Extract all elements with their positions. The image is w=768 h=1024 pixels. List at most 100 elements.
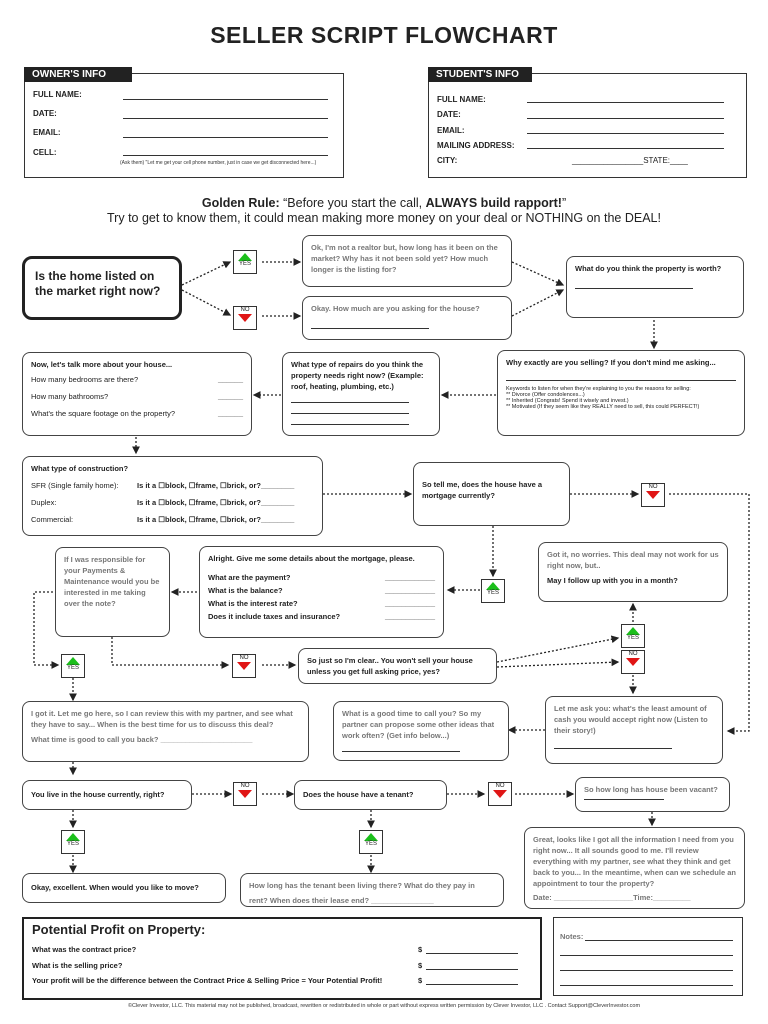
no-tag: NO — [233, 306, 257, 330]
student-mailing-field[interactable] — [527, 148, 724, 149]
node-details-text: Alright. Give me some details about the … — [208, 554, 415, 563]
node-partner-callback: What time is good to call you back? ____… — [31, 735, 253, 744]
node-house: Now, let's talk more about your house...… — [22, 352, 252, 436]
owner-email-field[interactable] — [123, 137, 328, 138]
golden-rule-quote-end: ” — [561, 196, 567, 210]
profit-box — [22, 917, 542, 1000]
owner-full-name-field[interactable] — [123, 99, 328, 100]
owner-date-field[interactable] — [123, 118, 328, 119]
contract-label: What was the contract price? — [32, 945, 137, 954]
profit-dollar: $ — [418, 976, 423, 985]
node-repairs: What type of repairs do you think the pr… — [282, 352, 440, 436]
footer: ©Clever Investor, LLC. This material may… — [127, 1003, 641, 1009]
node-goodtime-text: What is a good time to call you? So my p… — [342, 709, 495, 740]
yes-tag: YES — [359, 830, 383, 854]
profit-field[interactable] — [426, 984, 518, 985]
node-listed: Is the home listed on the market right n… — [22, 256, 182, 320]
student-info-header: STUDENT'S INFO — [428, 67, 532, 82]
node-tenant-text: Does the house have a tenant? — [303, 790, 414, 799]
notes-line[interactable] — [560, 955, 733, 956]
notes-box — [553, 917, 743, 996]
rate-label: What is the interest rate? — [208, 599, 298, 608]
commercial-label: Commercial: — [31, 515, 74, 524]
yes-tag: YES — [61, 654, 85, 678]
yes-label: YES — [66, 841, 79, 847]
node-selling-text: Why exactly are you selling? If you don'… — [506, 358, 716, 367]
up-arrow-icon — [486, 582, 500, 590]
student-date-field[interactable] — [527, 118, 724, 119]
no-label: NO — [240, 307, 250, 313]
student-full-name-field[interactable] — [527, 102, 724, 103]
no-label: NO — [239, 655, 249, 661]
profit-result: Your profit will be the difference betwe… — [32, 976, 383, 985]
notes-label: Notes: — [560, 932, 584, 941]
sfr-label: SFR (Single family home): — [31, 481, 119, 490]
yes-label: YES — [364, 841, 377, 847]
node-least: Let me ask you: what's the least amount … — [545, 696, 723, 764]
selling-divorce: ** Divorce (Offer condolences...) — [506, 392, 585, 398]
node-vacant: So how long has house been vacant? — [575, 777, 730, 812]
no-tag: NO — [641, 483, 665, 507]
node-listed-yes-text: Ok, I'm not a realtor but, how long has … — [311, 243, 498, 274]
selling-dollar: $ — [418, 961, 423, 970]
student-email-field[interactable] — [527, 133, 724, 134]
node-gotit: Got it, no worries. This deal may not wo… — [538, 542, 728, 602]
selling-inherited: ** Inherited (Congrats! Spend it wisely … — [506, 398, 629, 404]
node-tenant-long-text: How long has the tenant been living ther… — [249, 881, 475, 905]
selling-motivated: ** Motivated (If they seem like they REA… — [506, 404, 700, 410]
contract-field[interactable] — [426, 953, 518, 954]
duplex-label: Duplex: — [31, 498, 57, 507]
selling-label: What is the selling price? — [32, 961, 123, 970]
no-tag: NO — [621, 650, 645, 674]
node-partner-text: I got it. Let me go here, so I can revie… — [31, 709, 293, 729]
node-great-text: Great, looks like I got all the informat… — [533, 835, 736, 888]
owner-cell-field[interactable] — [123, 155, 328, 156]
notes-line[interactable] — [585, 940, 733, 941]
node-livein-text: You live in the house currently, right? — [31, 790, 165, 799]
down-arrow-icon — [238, 314, 252, 322]
golden-rule: Golden Rule: “Before you start the call,… — [0, 196, 768, 226]
node-responsible-text: If I was responsible for your Payments &… — [64, 555, 160, 608]
no-label: NO — [628, 651, 638, 657]
notes-line[interactable] — [560, 985, 733, 986]
node-mortgage-text: So tell me, does the house have a mortga… — [422, 480, 543, 500]
selling-keywords: Keywords to listen for when they're expl… — [506, 386, 691, 392]
duplex-options[interactable]: Is it a ☐block, ☐frame, ☐brick, or?_____… — [137, 498, 295, 507]
student-state-field[interactable]: ________________STATE:____ — [572, 156, 688, 165]
commercial-options[interactable]: Is it a ☐block, ☐frame, ☐brick, or?_____… — [137, 515, 295, 524]
sfr-options[interactable]: Is it a ☐block, ☐frame, ☐brick, or?_____… — [137, 481, 295, 490]
no-label: NO — [240, 783, 250, 789]
node-partner: I got it. Let me go here, so I can revie… — [22, 701, 309, 762]
owner-full-name-label: FULL NAME: — [33, 90, 82, 99]
node-listed-yes: Ok, I'm not a realtor but, how long has … — [302, 235, 512, 287]
yes-tag: YES — [233, 250, 257, 274]
student-full-name-label: FULL NAME: — [437, 95, 486, 104]
node-mortgage: So tell me, does the house have a mortga… — [413, 462, 570, 526]
no-label: NO — [495, 783, 505, 789]
node-selling: Why exactly are you selling? If you don'… — [497, 350, 745, 436]
contract-dollar: $ — [418, 945, 423, 954]
taxes-label: Does it include taxes and insurance? — [208, 612, 341, 621]
yes-label: YES — [486, 590, 499, 596]
node-listed-text: Is the home listed on the market right n… — [35, 269, 161, 298]
down-arrow-icon — [238, 790, 252, 798]
node-details: Alright. Give me some details about the … — [199, 546, 444, 638]
student-email-label: EMAIL: — [437, 126, 465, 135]
yes-label: YES — [626, 635, 639, 641]
node-construction: What type of construction? SFR (Single f… — [22, 456, 323, 536]
owner-info-box — [24, 73, 344, 178]
notes-line[interactable] — [560, 970, 733, 971]
selling-field[interactable] — [426, 969, 518, 970]
node-house-head: Now, let's talk more about your house... — [31, 360, 173, 369]
node-worth-text: What do you think the property is worth? — [575, 264, 722, 273]
no-tag: NO — [232, 654, 256, 678]
owner-date-label: DATE: — [33, 109, 57, 118]
node-listed-no: Okay. How much are you asking for the ho… — [302, 296, 512, 340]
no-label: NO — [648, 484, 658, 490]
node-construction-text: What type of construction? — [31, 464, 129, 473]
golden-rule-bold: ALWAYS build rapport! — [425, 196, 562, 210]
down-arrow-icon — [626, 658, 640, 666]
yes-label: YES — [238, 261, 251, 267]
up-arrow-icon — [364, 833, 378, 841]
